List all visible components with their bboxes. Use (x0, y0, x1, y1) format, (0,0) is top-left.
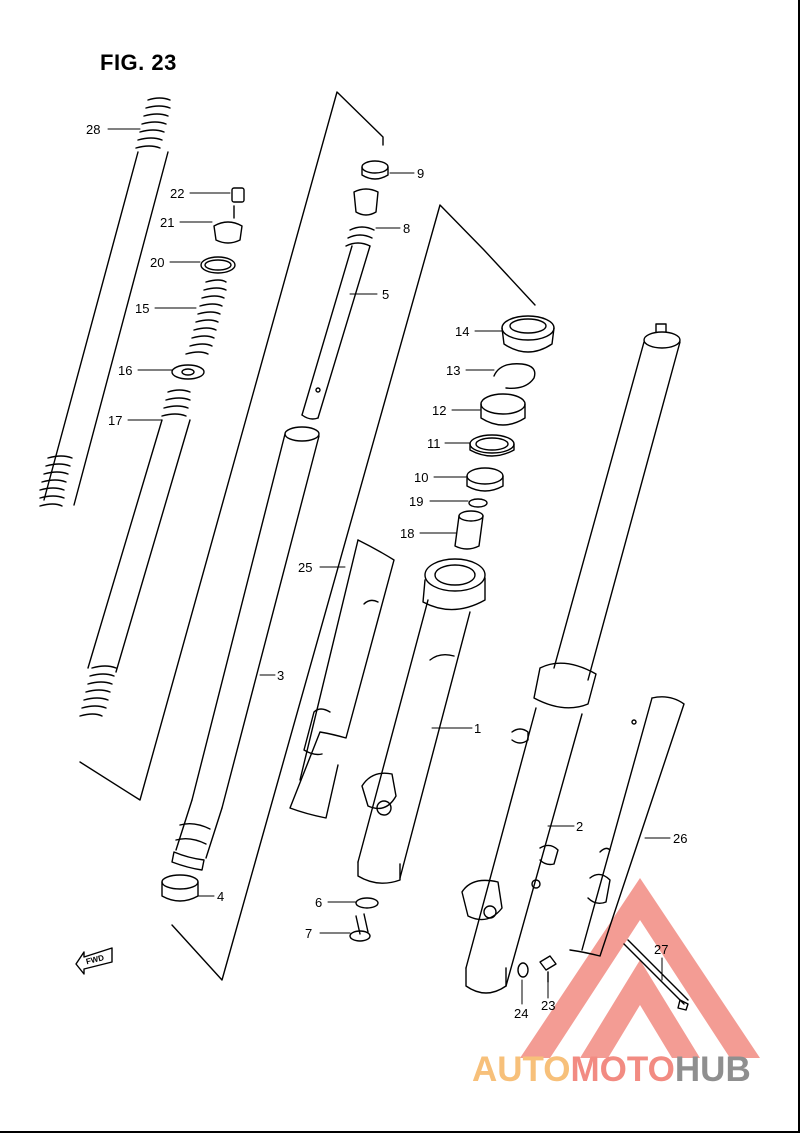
part-14-dust-seal (501, 315, 555, 353)
callout-23: 23 (541, 998, 555, 1013)
part-2-fork-assembly (461, 323, 681, 994)
watermark-logo-icon (520, 878, 760, 1058)
callout-2: 2 (576, 819, 583, 834)
part-16-washer (171, 364, 205, 380)
leader-lines (107, 128, 671, 1005)
callout-9: 9 (417, 166, 424, 181)
callout-14: 14 (455, 324, 469, 339)
callout-20: 20 (150, 255, 164, 270)
callout-6: 6 (315, 895, 322, 910)
part-9-ring (361, 160, 389, 180)
part-12-oil-seal (480, 393, 526, 426)
callout-18: 18 (400, 526, 414, 541)
callout-12: 12 (432, 403, 446, 418)
part-13-circlip (493, 363, 536, 389)
part-5-damper-rod (301, 245, 371, 420)
callout-11: 11 (427, 436, 441, 451)
callout-3: 3 (277, 668, 284, 683)
part-27-bolt (623, 939, 689, 1011)
watermark-part-moto: MOTO (570, 1050, 675, 1089)
part-21-fork-cap (213, 205, 243, 244)
callout-19: 19 (409, 494, 423, 509)
fwd-arrow-icon (75, 947, 113, 975)
part-19-gasket (468, 498, 488, 508)
part-20-o-ring (200, 256, 236, 274)
part-18-oil-lock-piece (454, 510, 484, 550)
part-24-washer (517, 962, 529, 978)
callout-7: 7 (305, 926, 312, 941)
callout-17: 17 (108, 413, 122, 428)
callout-1: 1 (474, 721, 481, 736)
part-22-valve (231, 187, 245, 203)
part-15-spacer-spring (185, 279, 227, 355)
watermark-text: AUTOMOTOHUB (472, 1050, 751, 1090)
part-6-gasket (355, 897, 379, 909)
callout-21: 21 (160, 215, 174, 230)
part-26-fork-cover-right (569, 696, 685, 957)
callout-4: 4 (217, 889, 224, 904)
part-8-piston-ring (345, 188, 379, 247)
group-outline-left (79, 91, 536, 981)
callout-8: 8 (403, 221, 410, 236)
callout-22: 22 (170, 186, 184, 201)
callout-13: 13 (446, 363, 460, 378)
part-4-slide-bushing (161, 874, 199, 902)
callout-24: 24 (514, 1006, 528, 1021)
watermark-part-hub: HUB (674, 1050, 751, 1089)
callout-5: 5 (382, 287, 389, 302)
callout-25: 25 (298, 560, 312, 575)
watermark-part-auto: AUTO (472, 1050, 571, 1089)
part-28-fork-spring-long (39, 97, 171, 507)
callout-10: 10 (414, 470, 428, 485)
part-17-fork-spring (79, 389, 191, 717)
part-1-outer-tube (357, 558, 486, 884)
callout-labels: 28 22 21 20 15 16 17 9 8 5 14 13 12 11 1… (85, 122, 687, 1021)
callout-27: 27 (654, 942, 668, 957)
callout-28: 28 (86, 122, 100, 137)
part-11-retainer (469, 434, 515, 457)
callout-26: 26 (673, 831, 687, 846)
figure-title: FIG. 23 (100, 50, 177, 75)
fwd-label: FWD (85, 953, 105, 966)
part-25-fork-cover (289, 539, 395, 819)
callout-16: 16 (118, 363, 132, 378)
part-23-bolt (539, 955, 557, 983)
part-3-inner-tube (171, 426, 320, 871)
part-10-guide-bushing (466, 467, 504, 492)
callout-15: 15 (135, 301, 149, 316)
part-7-drain-bolt (349, 913, 371, 942)
